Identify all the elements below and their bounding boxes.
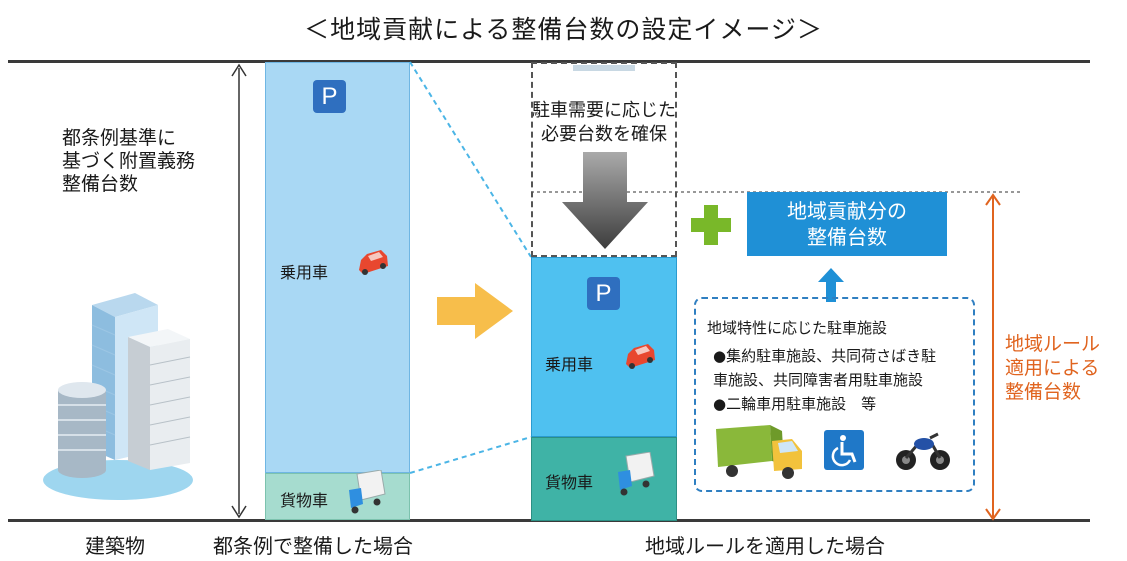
local-facilities-list: ●集約駐車施設、共同荷さばき駐 車施設、共同障害者用駐車施設 ●二輪車用駐車施設… — [713, 347, 937, 413]
truck-icon — [349, 470, 386, 514]
plus-icon — [691, 205, 731, 245]
diagram-title: ＜地域貢献による整備台数の設定イメージ＞ — [304, 15, 823, 44]
local-facilities-box — [694, 297, 975, 492]
red-car-icon-2 — [626, 344, 655, 369]
down-arrow-icon — [562, 152, 648, 249]
demand-area-box — [531, 62, 677, 257]
required-count-label: 都条例基準に 基づく附置義務 整備台数 — [62, 127, 196, 195]
building-label: 建築物 — [85, 534, 145, 558]
passenger-car-label-2: 乗用車 — [545, 355, 594, 374]
parking-sign-icon-2: P — [587, 277, 620, 310]
up-arrow-icon — [818, 268, 844, 302]
standard-freight-column — [265, 473, 410, 520]
wheelchair-icon — [824, 430, 864, 470]
local-rule-count-arrow — [985, 193, 1001, 521]
required-count-arrow — [231, 63, 247, 519]
parking-sign-icon: P — [313, 80, 346, 113]
top-baseline — [8, 60, 1090, 63]
local-rule-count-label: 地域ルール 適用による 整備台数 — [1005, 333, 1101, 403]
local-rule-case-label: 地域ルールを適用した場合 — [645, 534, 885, 558]
freight-label: 貨物車 — [280, 491, 329, 510]
contribution-box: 地域貢献分の 整備台数 — [747, 192, 947, 256]
red-car-icon — [359, 250, 388, 275]
standard-case-label: 都条例で整備した場合 — [213, 534, 413, 558]
passenger-car-label: 乗用車 — [280, 263, 329, 282]
motorcycle-icon — [896, 432, 950, 470]
freight-label-2: 貨物車 — [545, 473, 594, 492]
local-facilities-heading: 地域特性に応じた駐車施設 — [707, 319, 888, 337]
local-freight-column — [531, 437, 677, 521]
demand-bar — [573, 65, 635, 71]
transition-arrow-icon — [437, 283, 513, 339]
standard-parking-column — [265, 62, 410, 473]
building-illustration — [43, 293, 193, 500]
delivery-truck-icon — [716, 425, 802, 479]
demand-text: 駐車需要に応じた 必要台数を確保 — [532, 100, 676, 145]
truck-icon-2 — [618, 452, 655, 496]
